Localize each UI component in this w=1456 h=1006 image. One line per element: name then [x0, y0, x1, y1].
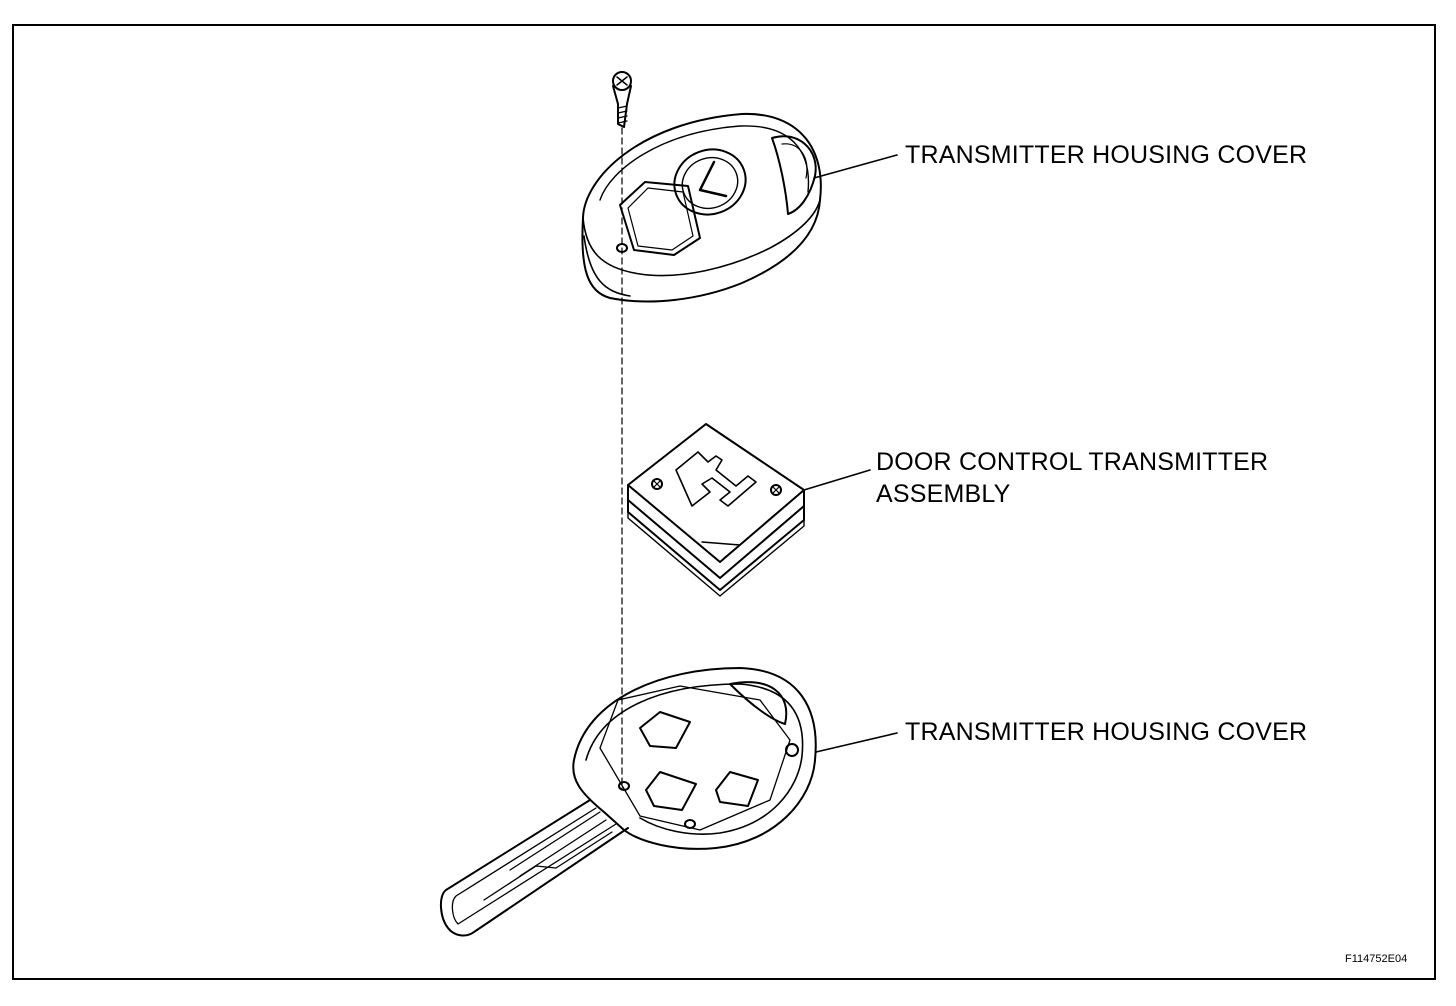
leader-line-bottom-cover: [815, 732, 898, 753]
top-housing-cover-drawing: [581, 112, 822, 303]
screw: [612, 71, 632, 128]
leader-line-assembly: [803, 469, 871, 491]
label-bottom-transmitter-housing-cover: TRANSMITTER HOUSING COVER: [905, 718, 1308, 746]
label-top-transmitter-housing-cover: TRANSMITTER HOUSING COVER: [905, 141, 1308, 169]
transmitter-assembly-drawing: [627, 423, 805, 597]
figure-code: F114752E04: [1345, 953, 1408, 965]
label-door-control-transmitter-line1: DOOR CONTROL TRANSMITTER: [876, 448, 1269, 476]
label-door-control-transmitter-line2: ASSEMBLY: [876, 480, 1011, 508]
leader-line-top-cover: [813, 154, 898, 179]
bottom-housing-cover-drawing: [440, 667, 817, 937]
